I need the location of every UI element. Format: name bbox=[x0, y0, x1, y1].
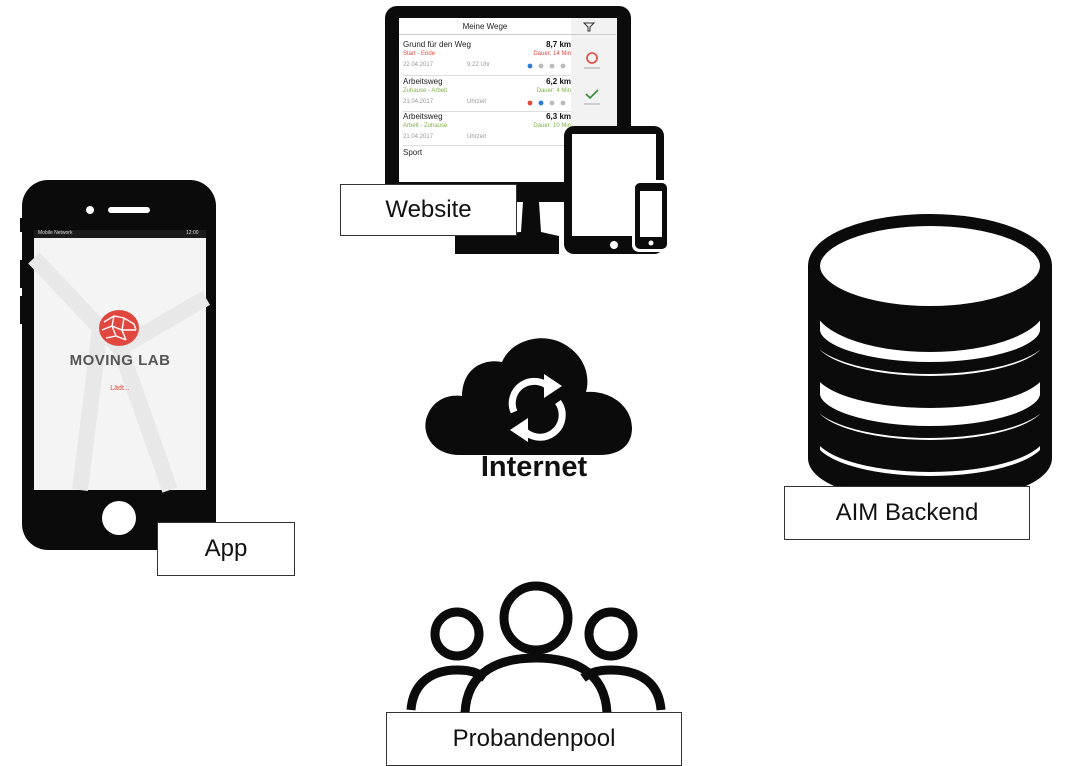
database-icon bbox=[808, 214, 1052, 502]
trip-list-item[interactable]: Arbeitsweg 6,3 km Arbeit - Zuhause Dauer… bbox=[403, 112, 571, 146]
phone-status-right: 12:00 bbox=[186, 230, 199, 236]
trip-time: Uhrzeit bbox=[467, 99, 487, 105]
trip-duration: Dauer: 10 Min bbox=[533, 123, 571, 129]
trip-name: Arbeitsweg bbox=[403, 77, 443, 86]
app-loading-text: Lädt... bbox=[110, 385, 130, 392]
monitor-screen-title: Meine Wege bbox=[462, 22, 508, 31]
phone-status-left: Mobile Network bbox=[38, 230, 73, 236]
trip-date: 21.04.2017 bbox=[403, 99, 434, 105]
monitor-title-divider bbox=[399, 34, 616, 35]
trip-list-last-item: Sport bbox=[403, 148, 423, 157]
backend-label: AIM Backend bbox=[784, 486, 1030, 540]
people-group-icon bbox=[406, 581, 666, 714]
app-label: App bbox=[157, 522, 295, 576]
brain-logo-icon bbox=[99, 310, 139, 346]
trip-list-item[interactable]: Arbeitsweg 6,2 km Zuhause - Arbeit Dauer… bbox=[403, 77, 571, 111]
trip-divider bbox=[403, 75, 571, 76]
trip-route: Arbeit - Zuhause bbox=[403, 123, 448, 129]
trip-divider bbox=[403, 111, 571, 112]
trip-duration: Dauer: 4 Min bbox=[536, 88, 571, 94]
trip-date: 22.04.2017 bbox=[403, 62, 434, 68]
trip-list-item[interactable]: Grund für den Weg 8,7 km Start - Ende Da… bbox=[403, 40, 571, 74]
trip-name: Arbeitsweg bbox=[403, 112, 443, 121]
trip-time: Uhrzeit bbox=[467, 134, 487, 140]
trip-date: 21.04.2017 bbox=[403, 134, 434, 140]
trip-distance: 8,7 km bbox=[546, 40, 571, 49]
filter-icon bbox=[583, 22, 595, 32]
mode-dots bbox=[527, 63, 566, 69]
trip-duration: Dauer: 14 Min bbox=[533, 51, 571, 57]
app-brand: MOVING LAB bbox=[69, 352, 171, 369]
check-icon[interactable] bbox=[580, 86, 604, 110]
smartphone-icon bbox=[20, 180, 216, 550]
pool-label: Probandenpool bbox=[386, 712, 682, 766]
mode-dots bbox=[527, 100, 566, 106]
small-phone-icon bbox=[632, 180, 670, 252]
record-icon[interactable] bbox=[580, 50, 604, 74]
trip-distance: 6,3 km bbox=[546, 112, 571, 121]
trip-time: 9:22 Uhr bbox=[467, 62, 491, 68]
trip-route: Zuhause - Arbeit bbox=[403, 88, 448, 94]
trip-distance: 6,2 km bbox=[546, 77, 571, 86]
website-label: Website bbox=[340, 184, 517, 236]
trip-route: Start - Ende bbox=[403, 51, 436, 57]
trip-name: Grund für den Weg bbox=[403, 40, 471, 49]
internet-label: Internet bbox=[480, 451, 588, 483]
trip-divider bbox=[403, 145, 571, 146]
cloud-sync-icon bbox=[425, 338, 632, 455]
